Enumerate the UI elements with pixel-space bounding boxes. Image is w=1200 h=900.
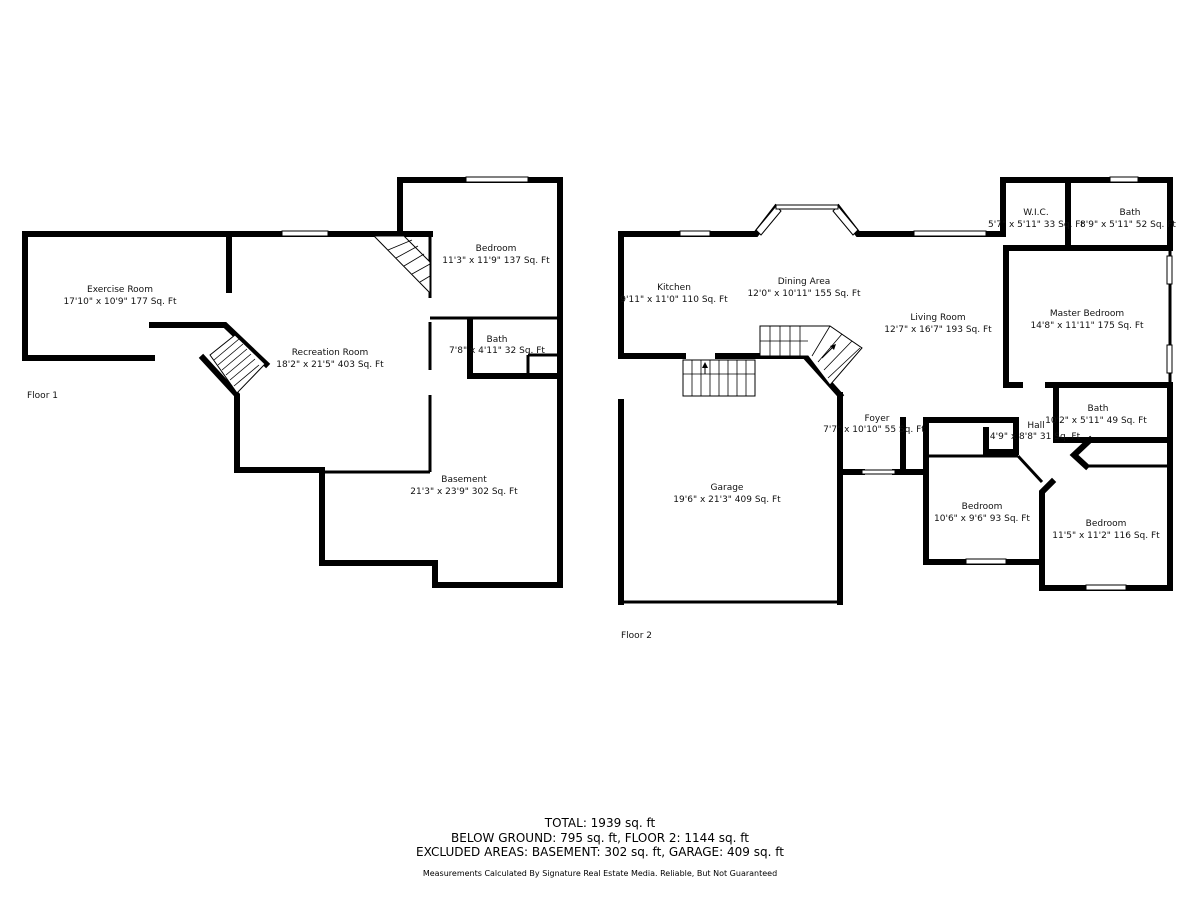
room-name: Bath (487, 335, 508, 345)
area-breakdown: BELOW GROUND: 795 sq. ft, FLOOR 2: 1144 … (451, 830, 749, 845)
room-size: 19'6" x 21'3" 409 Sq. Ft (673, 495, 781, 505)
room-size: 4'9" x 8'8" 31 Sq. Ft (990, 432, 1081, 442)
room-name: Foyer (865, 414, 890, 424)
room-name: Living Room (910, 313, 965, 323)
floor-2-windows (679, 176, 1173, 591)
floor-2-stairs[interactable] (682, 325, 863, 397)
room-name: Bedroom (1086, 519, 1127, 529)
room-name: W.I.C. (1023, 208, 1048, 218)
room-size: 17'10" x 10'9" 177 Sq. Ft (63, 297, 177, 307)
floor-1-stairs[interactable] (209, 235, 431, 394)
floor-1-label: Floor 1 (27, 391, 58, 401)
room-size: 18'2" x 21'5" 403 Sq. Ft (276, 360, 384, 370)
area-summary: TOTAL: 1939 sq. ft BELOW GROUND: 795 sq.… (0, 816, 1200, 860)
room-name: Garage (711, 483, 744, 493)
excluded-areas: EXCLUDED AREAS: BASEMENT: 302 sq. ft, GA… (416, 845, 784, 859)
room-name: Dining Area (778, 277, 831, 287)
room-name: Bedroom (962, 502, 1003, 512)
floor-1-walls (22, 177, 563, 588)
room-size: 9'11" x 11'0" 110 Sq. Ft (620, 295, 728, 305)
room-name: Basement (441, 475, 487, 485)
room-name: Bath (1120, 208, 1141, 218)
room-size: 7'7" x 10'10" 55 Sq. Ft (823, 425, 925, 435)
room-name: Hall (1027, 421, 1044, 431)
total-area: TOTAL: 1939 sq. ft (544, 816, 656, 830)
room-size: 11'5" x 11'2" 116 Sq. Ft (1052, 531, 1160, 541)
room-size: 21'3" x 23'9" 302 Sq. Ft (410, 487, 518, 497)
room-size: 10'6" x 9'6" 93 Sq. Ft (934, 514, 1030, 524)
room-name: Recreation Room (292, 348, 369, 358)
room-name: Bedroom (476, 244, 517, 254)
room-size: 5'7" x 5'11" 33 Sq. Ft (988, 220, 1084, 230)
room-name: Master Bedroom (1050, 309, 1124, 319)
floor-1-windows (281, 176, 529, 237)
room-size: 10'2" x 5'11" 49 Sq. Ft (1045, 416, 1147, 426)
room-name: Exercise Room (87, 285, 153, 295)
room-name: Kitchen (657, 283, 691, 293)
room-size: 12'0" x 10'11" 155 Sq. Ft (747, 289, 861, 299)
room-size: 11'3" x 11'9" 137 Sq. Ft (442, 256, 550, 266)
floor-2-label: Floor 2 (621, 631, 652, 641)
room-size: 7'8" x 4'11" 32 Sq. Ft (449, 346, 545, 356)
disclaimer: Measurements Calculated By Signature Rea… (422, 869, 778, 878)
room-size: 8'9" x 5'11" 52 Sq. Ft (1080, 220, 1176, 230)
room-size: 12'7" x 16'7" 193 Sq. Ft (884, 325, 992, 335)
room-size: 14'8" x 11'11" 175 Sq. Ft (1030, 321, 1144, 331)
room-name: Bath (1088, 404, 1109, 414)
